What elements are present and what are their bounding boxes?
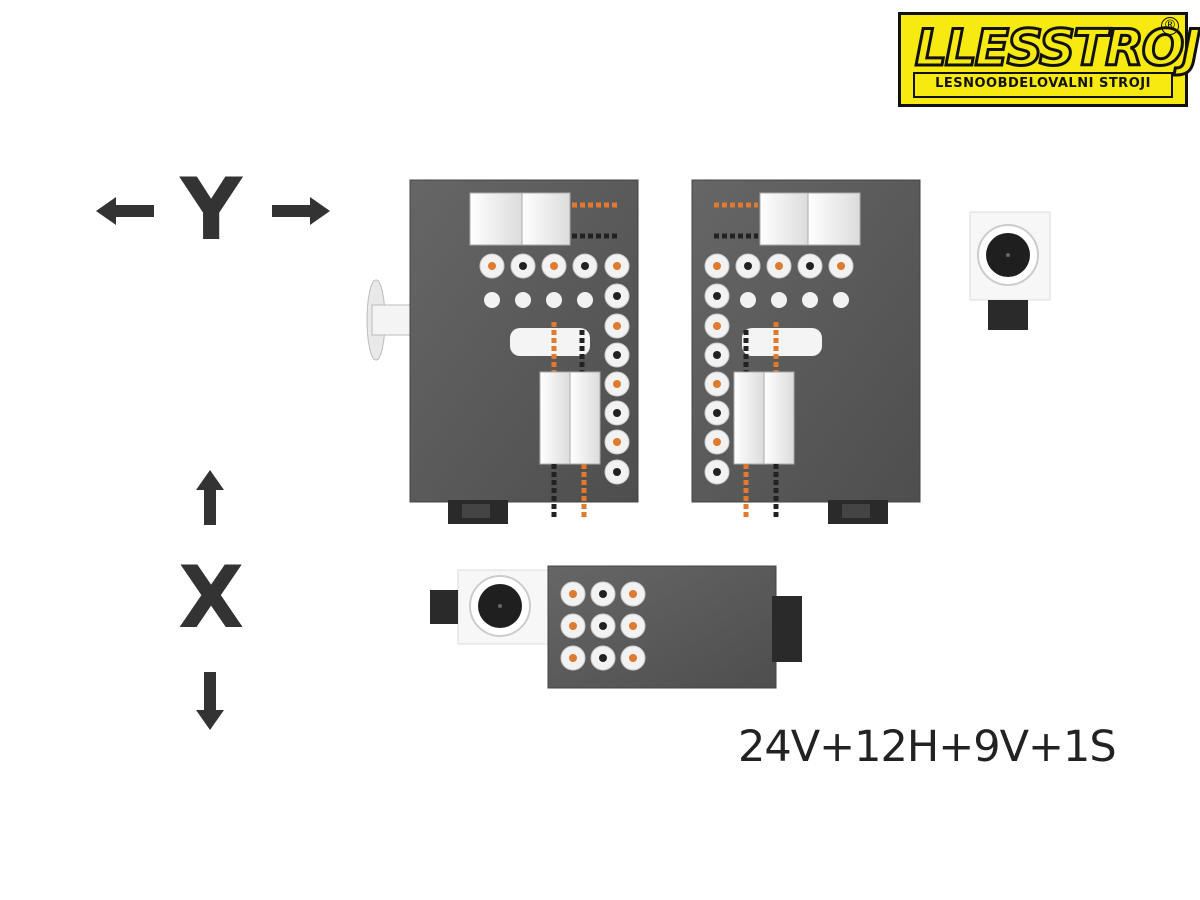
arrow-up-icon — [196, 470, 224, 525]
x-axis-label: X — [178, 548, 245, 648]
y-axis-label: Y — [180, 160, 243, 260]
configuration-caption: 24V+12H+9V+1S — [738, 722, 1117, 772]
drilling-head-left — [366, 179, 639, 524]
arrow-right-icon — [272, 197, 330, 225]
saw-unit-right — [969, 211, 1051, 330]
arrow-down-icon — [196, 672, 224, 730]
drilling-head-right — [691, 179, 921, 524]
registered-mark: ® — [1161, 17, 1179, 35]
arrow-left-icon — [96, 197, 154, 225]
logo-tagline: LESNOOBDELOVALNI STROJI — [913, 72, 1173, 98]
drilling-head-x — [430, 565, 802, 689]
logo-wordmark: LLESSTROJ — [914, 18, 1200, 79]
brand-logo: LLESSTROJ ® LESNOOBDELOVALNI STROJI — [898, 12, 1200, 107]
